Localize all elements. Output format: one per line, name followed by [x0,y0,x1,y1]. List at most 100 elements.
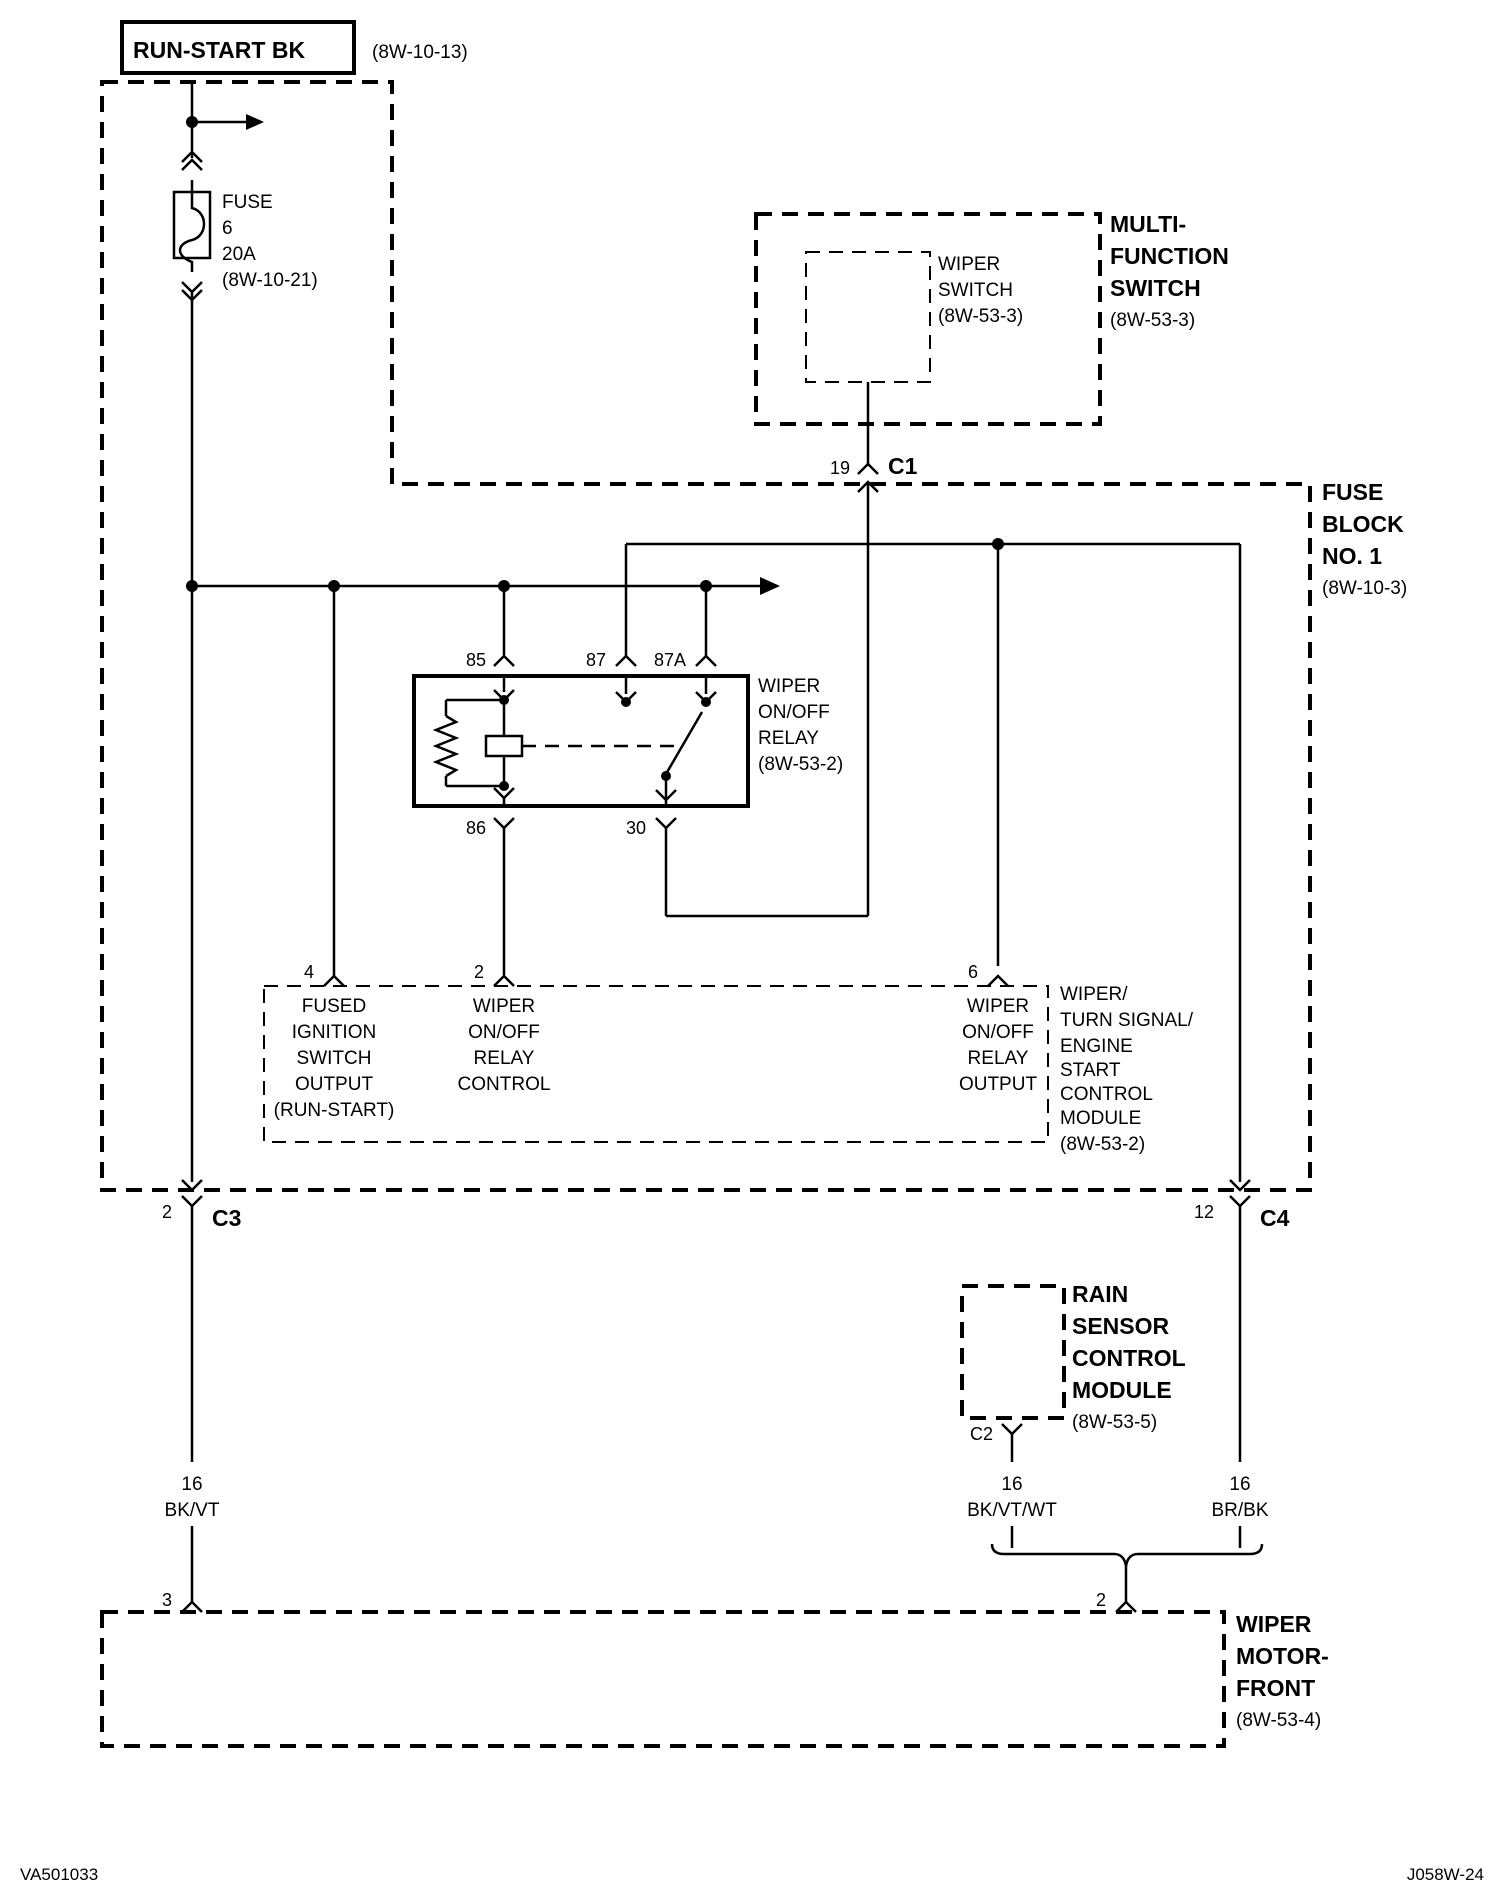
control-module-outline [263,985,1049,1143]
svg-text:(8W-10-3): (8W-10-3) [1322,578,1407,599]
control-module-label: WIPER/ TURN SIGNAL/ ENGINE START CONTROL… [1060,984,1194,1155]
svg-text:SWITCH: SWITCH [1110,275,1201,301]
svg-text:(8W-53-2): (8W-53-2) [1060,1134,1145,1155]
wiper-motor-label: WIPER MOTOR- FRONT (8W-53-4) [1236,1611,1329,1731]
relay-control-label: WIPER ON/OFF RELAY CONTROL [458,996,551,1095]
svg-text:IGNITION: IGNITION [292,1022,376,1043]
svg-text:MODULE: MODULE [1072,1377,1172,1403]
relay-switch-arm [664,711,704,775]
svg-text:C3: C3 [212,1205,241,1231]
multifunction-switch-label: MULTI- FUNCTION SWITCH (8W-53-3) [1110,211,1229,331]
fuse-block-label: FUSE BLOCK NO. 1 (8W-10-3) [1322,479,1407,599]
svg-text:C1: C1 [888,453,918,479]
connector-c4: 12 C4 [1194,1179,1290,1231]
fused-output-label: FUSED IGNITION SWITCH OUTPUT (RUN-START) [274,996,395,1121]
relay-box [412,674,750,808]
svg-text:(8W-53-3): (8W-53-3) [938,306,1023,327]
svg-text:FUSE: FUSE [1322,479,1383,505]
svg-text:SENSOR: SENSOR [1072,1313,1170,1339]
svg-text:OUTPUT: OUTPUT [959,1074,1038,1095]
svg-text:BK/VT: BK/VT [165,1500,220,1521]
svg-text:WIPER: WIPER [473,996,535,1017]
fuse-block-outline [100,80,1312,1192]
svg-text:WIPER: WIPER [938,254,1000,275]
svg-text:RAIN: RAIN [1072,1281,1128,1307]
fuse-label: FUSE 6 20A (8W-10-21) [222,192,318,291]
svg-text:CONTROL: CONTROL [458,1074,551,1095]
svg-text:FUSE: FUSE [222,192,273,213]
svg-text:WIPER/: WIPER/ [1060,984,1128,1005]
svg-text:16: 16 [1229,1474,1250,1495]
svg-text:ON/OFF: ON/OFF [468,1022,540,1043]
relay-internals [432,676,717,806]
relay-label: WIPER ON/OFF RELAY (8W-53-2) [758,676,843,775]
svg-text:(8W-53-3): (8W-53-3) [1110,310,1195,331]
splice-bracket [990,1543,1264,1567]
svg-text:ENGINE: ENGINE [1060,1036,1133,1057]
svg-text:2: 2 [1096,1590,1106,1610]
svg-text:(8W-53-4): (8W-53-4) [1236,1710,1321,1731]
run-start-label: RUN-START BK [133,37,305,63]
run-start-box: RUN-START BK (8W-10-13) [120,20,468,75]
wiper-switch-outline [805,251,931,383]
svg-text:CONTROL: CONTROL [1060,1084,1153,1105]
svg-text:3: 3 [162,1590,172,1610]
main-feed [172,82,264,1182]
run-start-ref: (8W-10-13) [372,42,468,63]
wire-rain-label: 16 BK/VT/WT [967,1474,1057,1521]
svg-text:19: 19 [830,458,850,478]
svg-text:SWITCH: SWITCH [297,1048,372,1069]
rain-sensor-outline [960,1284,1066,1420]
rain-sensor-connector: C2 [970,1423,1023,1444]
svg-text:TURN SIGNAL/: TURN SIGNAL/ [1060,1010,1194,1031]
arrow-right-icon [760,577,780,595]
svg-text:WIPER: WIPER [1236,1611,1312,1637]
svg-text:MOTOR-: MOTOR- [1236,1643,1329,1669]
svg-text:2: 2 [474,962,484,982]
svg-text:12: 12 [1194,1202,1214,1222]
wiper-motor-pins: 3 2 [162,1590,1137,1613]
svg-text:FUNCTION: FUNCTION [1110,243,1229,269]
svg-text:RELAY: RELAY [474,1048,535,1069]
svg-text:MODULE: MODULE [1060,1108,1141,1129]
svg-text:4: 4 [304,962,314,982]
svg-text:(RUN-START): (RUN-START) [274,1100,395,1121]
connector-c3: 2 C3 [162,1179,241,1231]
svg-text:START: START [1060,1060,1121,1081]
svg-text:WIPER: WIPER [967,996,1029,1017]
wire-right-label: 16 BR/BK [1211,1474,1268,1521]
svg-text:BR/BK: BR/BK [1211,1500,1268,1521]
svg-text:6: 6 [968,962,978,982]
svg-text:ON/OFF: ON/OFF [758,702,830,723]
svg-text:(8W-53-5): (8W-53-5) [1072,1412,1157,1433]
footer-right-code: J058W-24 [1407,1865,1484,1884]
connector-c1: 19 C1 [830,453,918,493]
svg-text:FRONT: FRONT [1236,1675,1315,1701]
svg-text:BK/VT/WT: BK/VT/WT [967,1500,1057,1521]
wiper-motor-outline [100,1610,1226,1748]
svg-text:C4: C4 [1260,1205,1290,1231]
coil-icon [484,734,524,758]
wire-left-label: 16 BK/VT [165,1474,220,1521]
svg-text:WIPER: WIPER [758,676,820,697]
svg-text:6: 6 [222,218,233,239]
arrow-right-icon [246,114,264,130]
svg-text:(8W-10-21): (8W-10-21) [222,270,318,291]
wiper-switch-label: WIPER SWITCH (8W-53-3) [938,254,1023,327]
ignition-bus [186,577,780,976]
svg-text:16: 16 [181,1474,202,1495]
rain-sensor-label: RAIN SENSOR CONTROL MODULE (8W-53-5) [1072,1281,1186,1433]
svg-text:RELAY: RELAY [758,728,819,749]
svg-text:FUSED: FUSED [302,996,366,1017]
svg-text:87A: 87A [654,650,686,670]
svg-text:BLOCK: BLOCK [1322,511,1404,537]
svg-text:C2: C2 [970,1424,993,1444]
svg-text:2: 2 [162,1202,172,1222]
multifunction-switch-outline [754,212,1102,426]
svg-text:20A: 20A [222,244,256,265]
svg-text:NO. 1: NO. 1 [1322,543,1382,569]
footer-left-code: VA501033 [20,1865,98,1884]
relay-output-bus [624,538,1242,1182]
svg-text:30: 30 [626,818,646,838]
